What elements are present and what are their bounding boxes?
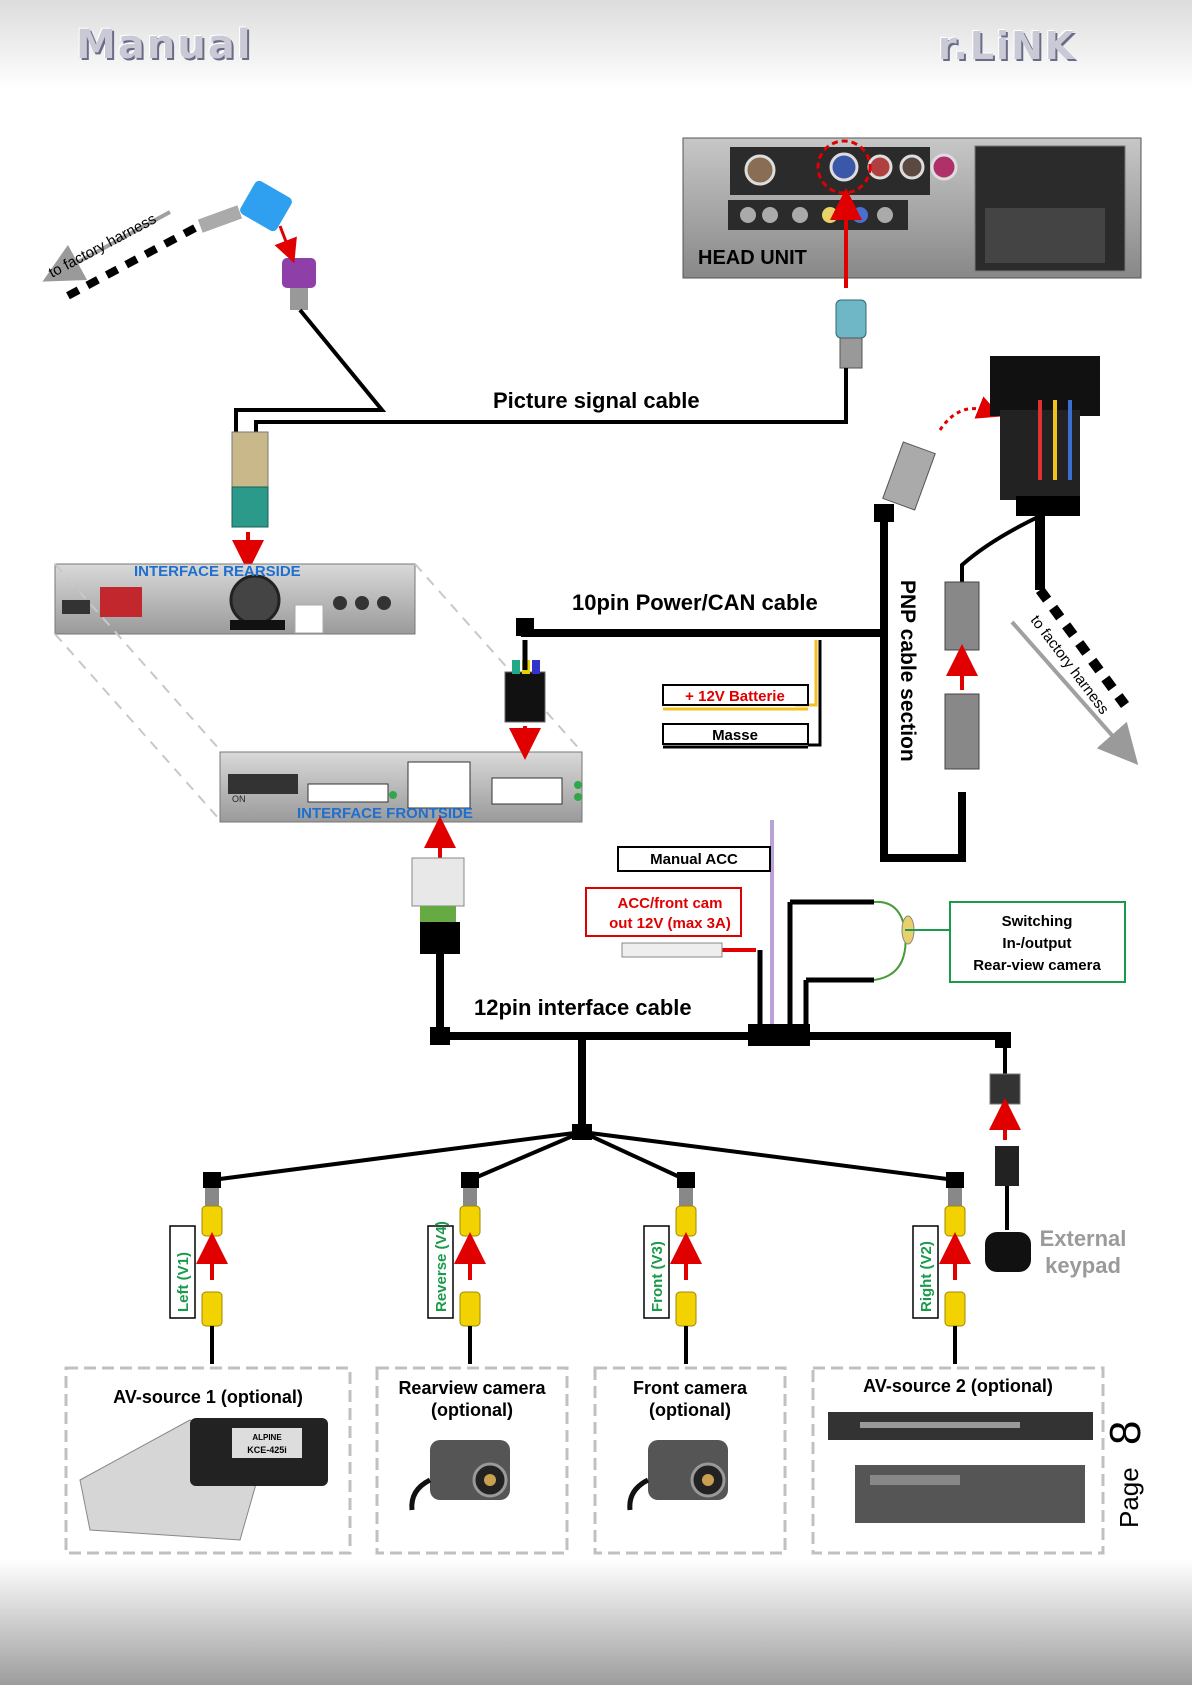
acc-out-box: [585, 887, 742, 937]
av-source-1-device: ALPINE KCE-425i: [79, 1418, 328, 1541]
rca-plug-bottom: [201, 1291, 223, 1327]
video-input-label-box: [169, 1225, 196, 1319]
rca-plug-bottom: [459, 1291, 481, 1327]
front-camera-device: [627, 1440, 728, 1511]
av-source-2-device: [828, 1412, 1093, 1523]
video-input-label: Right (V2): [918, 1241, 935, 1312]
manual-acc-label: Manual ACC: [650, 851, 738, 868]
video-input-label: Left (V1): [175, 1252, 192, 1312]
page-label: Page: [1114, 1467, 1144, 1528]
source2-subtitle: (optional): [431, 1400, 513, 1420]
rlink-logo: r.LiNK: [938, 24, 1077, 68]
pnp-cable-section-label: PNP cable section: [896, 580, 919, 762]
acc-out-terminal: [621, 942, 723, 958]
manual-logo: Manual: [76, 22, 253, 68]
rca-plug-bottom: [675, 1291, 697, 1327]
white-12pin-plug: [411, 857, 465, 907]
left-factory-connector: [197, 180, 316, 310]
switching-line3: Rear-view camera: [973, 957, 1101, 974]
header-bar: [0, 0, 1192, 90]
interface12-cable-label: 12pin interface cable: [474, 995, 692, 1020]
battery-label: + 12V Batterie: [685, 688, 785, 705]
acc-out-line2: out 12V (max 3A): [609, 915, 731, 932]
rca-plug-top: [459, 1205, 481, 1237]
to-factory-harness-left: to factory harness: [46, 211, 159, 282]
rca-plug-top: [201, 1205, 223, 1237]
rca-plug-bottom: [944, 1291, 966, 1327]
rca-plug-top: [675, 1205, 697, 1237]
manual-acc-box: [617, 846, 771, 872]
switching-line2: In-/output: [1002, 935, 1071, 952]
rca-junction: [677, 1172, 695, 1188]
source2-title: Rearview camera: [398, 1378, 546, 1398]
rearview-camera-device: [409, 1440, 510, 1511]
dip-switch-on-label: ON: [232, 794, 246, 804]
interface-rearside-label: INTERFACE REARSIDE: [134, 563, 301, 580]
video-input-label-box: [912, 1225, 939, 1319]
power-can-cable-label: 10pin Power/CAN cable: [572, 590, 818, 615]
acc-out-line1: ACC/front cam: [617, 895, 722, 912]
video-input-label-box: [427, 1225, 454, 1319]
rca-junction: [203, 1172, 221, 1188]
source1-title: AV-source 1 (optional): [113, 1387, 303, 1407]
page-number: 8: [1101, 1421, 1150, 1445]
video-input-label: Reverse (V4): [433, 1221, 450, 1312]
keypad-device: [985, 1232, 1031, 1272]
rca-connectors: Left (V1) Reverse (V4) Front (V3) Right (V2…: [169, 1172, 971, 1364]
alpine-model: KCE-425i: [247, 1445, 287, 1455]
factory-plug: [990, 356, 1100, 516]
rca-junction: [461, 1172, 479, 1188]
battery-label-box: [662, 684, 809, 706]
interface-frontside: ON INTERFACE FRONTSIDE: [219, 751, 583, 823]
head-unit-label: HEAD UNIT: [698, 247, 807, 269]
interface-rearside: INTERFACE REARSIDE: [54, 563, 416, 635]
alpine-brand: ALPINE: [252, 1433, 282, 1442]
footer-bar: [0, 1560, 1192, 1685]
ground-label-box: [662, 723, 809, 745]
keypad-line1: External: [1040, 1226, 1127, 1251]
interface-frontside-label: INTERFACE FRONTSIDE: [297, 805, 473, 822]
rca-plug-top: [944, 1205, 966, 1237]
source3-title: Front camera: [633, 1378, 748, 1398]
head-unit: HEAD UNIT: [682, 137, 1142, 279]
switching-box: [949, 901, 1126, 983]
picture-signal-cable-label: Picture signal cable: [493, 388, 700, 413]
switching-line1: Switching: [1002, 913, 1073, 930]
rca-junction: [946, 1172, 964, 1188]
source3-subtitle: (optional): [649, 1400, 731, 1420]
video-input-label: Front (V3): [649, 1241, 666, 1312]
keypad-line2: keypad: [1045, 1253, 1121, 1278]
fakra-connector-blue: [835, 299, 867, 339]
video-input-label-box: [643, 1225, 670, 1319]
source4-title: AV-source 2 (optional): [863, 1376, 1053, 1396]
ground-label: Masse: [712, 727, 758, 744]
